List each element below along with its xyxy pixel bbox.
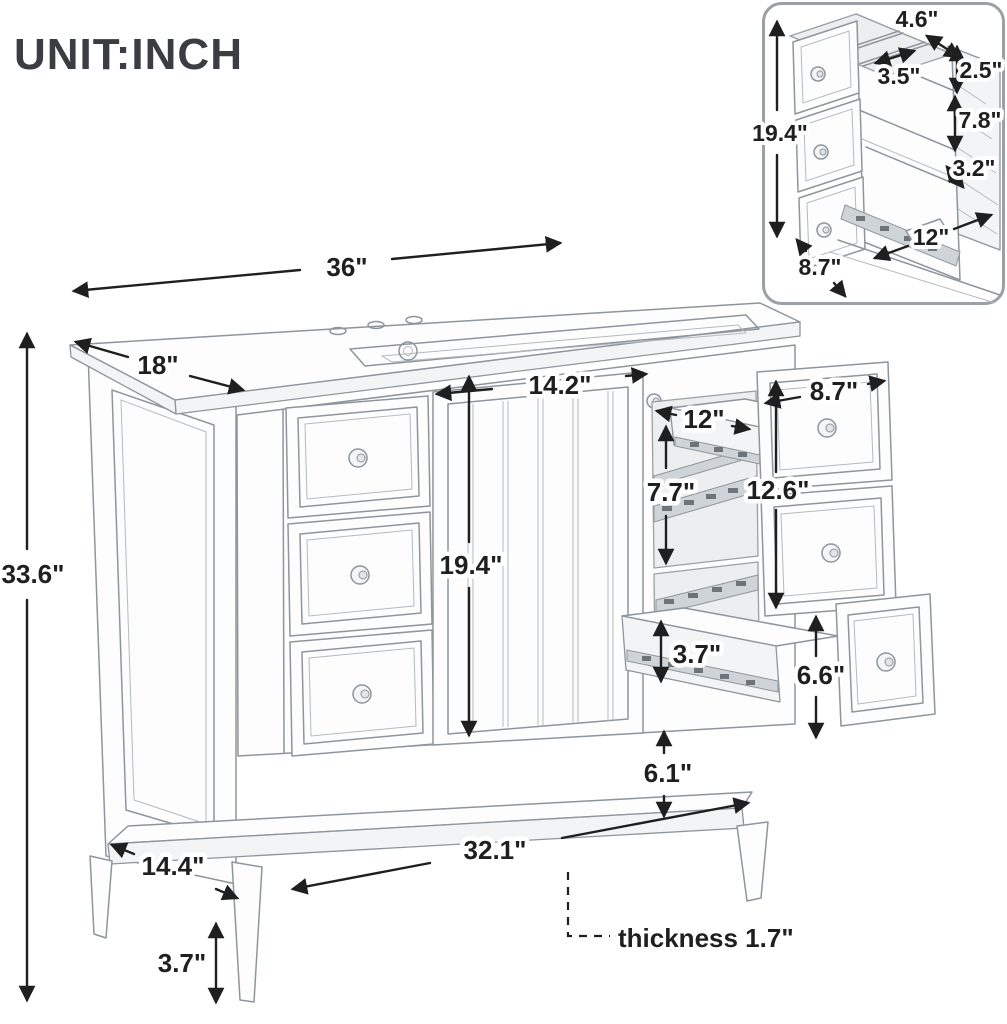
dim-shelf-width-label: 32.1" (464, 835, 527, 865)
inset-dim-bottom-rim-height-label: 3.2" (953, 155, 996, 181)
vanity-line-art (69, 302, 936, 1003)
dim-open-shelf-clearance-label: 6.1" (644, 758, 692, 788)
counter-top (69, 302, 801, 415)
dim-shelf-thickness: thickness 1.7" (566, 872, 798, 958)
dim-side-drawers-height: 12.6" (742, 379, 814, 610)
front-right-leg (736, 821, 769, 902)
dimensions-main: 36" 18" 14.2" 19.4" 12" (0, 235, 887, 1005)
dim-overall-width: 36" (71, 235, 563, 299)
inset-dim-bottom-rim-height: 3.2" (945, 151, 999, 189)
inset-dim-unit-width: 8.7" (795, 238, 847, 298)
left-drawer-middle (287, 511, 433, 637)
dim-top-drawer-depth-label: 12" (683, 404, 724, 434)
inset-dim-middle-drawer-height: 7.8" (946, 94, 1005, 153)
dim-bottom-drawer-box-height-label: 3.7" (673, 639, 721, 669)
dim-door-width: 14.2" (434, 366, 649, 405)
dim-bottom-drawer-box-height: 3.7" (652, 619, 726, 684)
inset-dim-middle-compartment-label: 3.5" (878, 63, 921, 89)
rear-left-leg (89, 855, 113, 939)
inset-dim-drawer-depth: 12" (872, 212, 994, 262)
inset-dim-middle-compartment: 3.5" (874, 47, 924, 93)
dim-top-drawer-opening-height: 7.7" (642, 424, 700, 566)
left-drawer-bottom (289, 629, 435, 757)
inset-slide-rail (829, 204, 1001, 304)
dim-shelf-thickness-label: thickness 1.7" (618, 923, 794, 953)
dim-bottom-drawer-front-height-label: 6.6" (797, 660, 845, 690)
inset-dim-top-drawer-height: 2.5" (948, 44, 1006, 95)
inset-drawer-fronts (792, 20, 866, 271)
inset-dim-rear-compartment-label: 4.6" (896, 6, 939, 32)
left-side-panel (87, 351, 237, 885)
unit-label: UNIT:INCH (14, 30, 243, 79)
dim-shelf-depth: 14.4" (109, 842, 240, 901)
cabinet-door (432, 371, 662, 746)
dim-shelf-width: 32.1" (290, 797, 751, 895)
sink-basin-rim (349, 314, 760, 367)
dim-side-drawer-width-label: 8.7" (810, 376, 858, 406)
dim-leg-height-label: 3.7" (158, 948, 206, 978)
dim-overall-height-label: 33.6" (2, 559, 65, 589)
dim-counter-depth-label: 18" (137, 350, 178, 380)
dim-leg-height: 3.7" (153, 921, 225, 1005)
overflow-hole (398, 341, 418, 361)
dim-open-shelf-clearance: 6.1" (639, 729, 697, 819)
dim-top-drawer-opening-height-label: 7.7" (647, 477, 695, 507)
inset-dim-unit-height: 19.4" (748, 19, 812, 239)
dim-overall-width-label: 36" (326, 252, 367, 282)
side-drawer-front-upper (756, 361, 893, 491)
side-drawer-front-lower (760, 485, 897, 617)
dimensions-inset: 19.4" 4.6" 3.5" 2.5" 7.8" 3.2" (748, 2, 1006, 298)
dim-top-drawer-depth: 12" (654, 400, 752, 439)
inset-dim-rear-compartment: 4.6" (892, 2, 962, 59)
dim-door-height-label: 19.4" (440, 550, 503, 580)
faucet-holes (329, 315, 423, 336)
inset-dim-unit-height-label: 19.4" (752, 120, 808, 146)
inset-dim-middle-drawer-height-label: 7.8" (959, 107, 1002, 133)
dim-overall-height: 33.6" (0, 331, 69, 1003)
left-drawer-top (285, 395, 431, 519)
inset-dim-drawer-depth-label: 12" (913, 224, 950, 250)
dim-shelf-depth-label: 14.4" (142, 851, 205, 881)
drawer-slide-detail (662, 488, 738, 511)
inset-dim-top-drawer-height-label: 2.5" (960, 57, 1003, 83)
dim-side-drawers-height-label: 12.6" (747, 475, 810, 505)
legs (89, 821, 769, 1003)
inset-dim-unit-width-label: 8.7" (799, 254, 842, 280)
dim-door-width-label: 14.2" (529, 370, 592, 400)
dim-door-height: 19.4" (435, 374, 507, 738)
dim-counter-depth: 18" (73, 337, 246, 395)
dim-side-drawer-width: 8.7" (763, 372, 887, 411)
front-left-leg (231, 861, 263, 1003)
dim-bottom-drawer-front-height: 6.6" (792, 614, 850, 740)
